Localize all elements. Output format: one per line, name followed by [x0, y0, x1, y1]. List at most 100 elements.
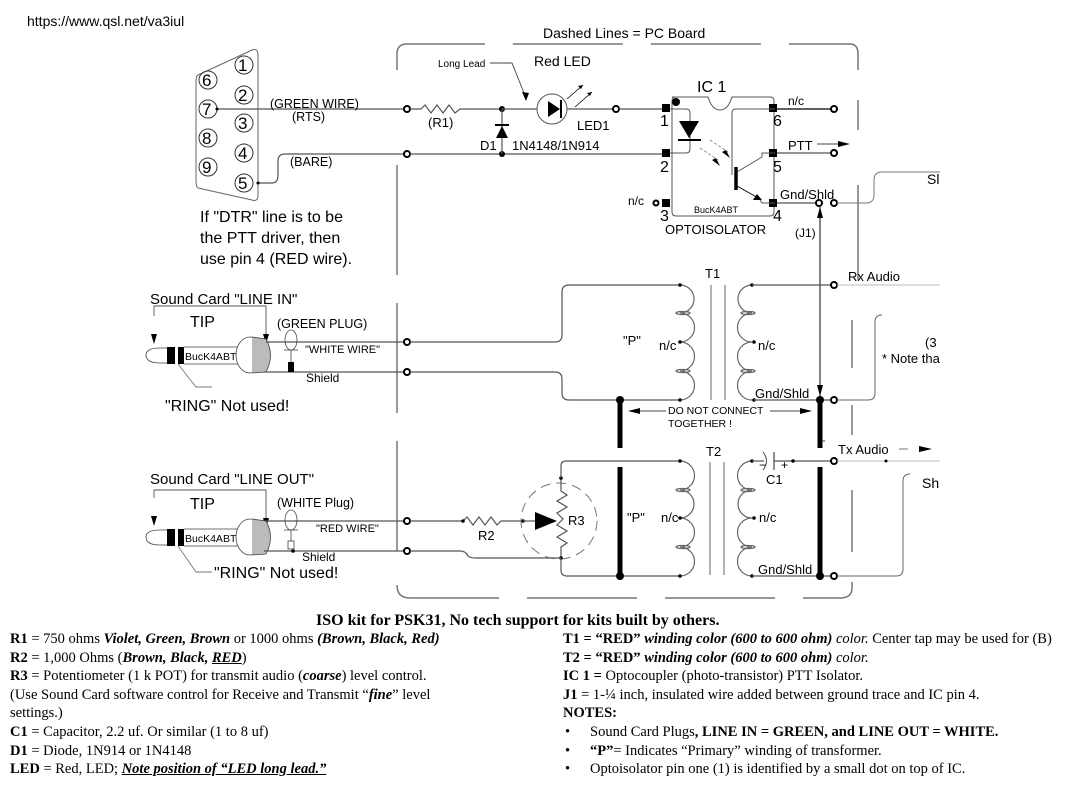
note-bullet-plugs: •Sound Card Plugs, LINE IN = GREEN, and … — [565, 723, 999, 740]
db9-pin-4: 4 — [238, 144, 247, 163]
transformer-t1 — [675, 283, 756, 402]
svg-text:6: 6 — [773, 113, 782, 130]
pin6-nc-label: n/c — [788, 94, 804, 108]
terminal-line-out-tip — [403, 517, 411, 525]
db9-pin-5: 5 — [238, 174, 247, 193]
svg-text:BucK4ABT: BucK4ABT — [185, 351, 237, 363]
t1-gnd-label: Gnd/Shld — [755, 386, 809, 401]
line-out-title: Sound Card "LINE OUT" — [150, 471, 314, 488]
led1-label: LED1 — [577, 118, 610, 133]
note-led: LED = Red, LED; Note position of “LED lo… — [10, 761, 327, 778]
db9-connector: 1 2 3 4 5 6 7 8 9 — [195, 49, 259, 201]
ptt-label: PTT — [788, 138, 813, 153]
pc-board-outline — [396, 43, 859, 599]
notes-heading: NOTES: — [563, 705, 617, 722]
svg-text:BucK4ABT: BucK4ABT — [185, 533, 237, 545]
j1-label: (J1) — [795, 226, 816, 240]
sh-top-cutoff: Sl — [927, 171, 939, 187]
c1-minus: − — [759, 458, 766, 472]
note-j1: J1 = 1-¼ inch, insulated wire added betw… — [563, 686, 980, 703]
line-out-shield-label: Shield — [302, 550, 335, 564]
svg-text:the PTT driver, then: the PTT driver, then — [200, 230, 340, 247]
ic-brand: BucK4ABT — [694, 205, 739, 215]
line-in-title: Sound Card "LINE IN" — [150, 291, 297, 308]
t2-nc-right: n/c — [759, 510, 777, 525]
parts-list-left: R1 = 750 ohms Violet, Green, Brown or 10… — [10, 630, 555, 779]
resistor-r2 — [410, 516, 523, 526]
terminal-line-in-shield — [403, 368, 411, 376]
line-out-ring-note: "RING" Not used! — [214, 565, 338, 582]
note-t2: T2 = “RED” winding color (600 to 600 ohm… — [563, 649, 869, 666]
line-in-jack: BucK4ABT — [145, 305, 271, 388]
pin3-nc-label: n/c — [628, 194, 644, 208]
parts-notes: ISO kit for PSK31, No tech support for k… — [0, 610, 1073, 795]
note-r1: R1 = 750 ohms Violet, Green, Brown or 10… — [10, 631, 440, 647]
r1-label: (R1) — [428, 115, 453, 130]
db9-pin-2: 2 — [238, 86, 247, 105]
r3-label: R3 — [568, 513, 585, 528]
bullet-icon: • — [565, 742, 571, 759]
db9-pin-1: 1 — [238, 56, 247, 75]
terminal-bare — [403, 150, 411, 158]
note-settings: settings.) — [10, 705, 63, 722]
red-led-label: Red LED — [534, 53, 591, 69]
do-not-connect-line1: DO NOT CONNECT — [668, 405, 764, 417]
white-plug-label: (WHITE Plug) — [277, 496, 354, 510]
note-bullet-pin-one: •Optoisolator pin one (1) is identified … — [565, 761, 966, 778]
red-wire-label: "RED WIRE" — [316, 523, 379, 535]
green-wire-label: (GREEN WIRE) — [270, 97, 359, 111]
notes-title: ISO kit for PSK31, No tech support for k… — [316, 612, 720, 629]
do-not-connect-line2: TOGETHER ! — [668, 418, 732, 430]
db9-pin-6: 6 — [202, 71, 211, 90]
bullet-icon: • — [565, 723, 571, 740]
diode-part-label: 1N4148/1N914 — [512, 138, 599, 153]
ic1-optoisolator: 1 2 3 4 5 6 BucK4ABT — [660, 96, 782, 225]
note3-cutoff: (3 — [925, 335, 937, 350]
t2-gnd-label: Gnd/Shld — [758, 562, 812, 577]
rts-label: (RTS) — [292, 110, 325, 124]
d1-label: D1 — [480, 138, 497, 153]
dtr-note: If "DTR" line is to be the PTT driver, t… — [200, 209, 352, 268]
source-url: https://www.qsl.net/va3iul — [27, 13, 184, 29]
line-in-ring-note: "RING" Not used! — [165, 398, 289, 415]
t2-primary-label: "P" — [627, 510, 645, 525]
svg-text:use pin 4 (RED wire).: use pin 4 (RED wire). — [200, 251, 352, 268]
r2-label: R2 — [478, 528, 495, 543]
terminal-line-out-shield — [403, 547, 411, 555]
db9-pin-8: 8 — [202, 129, 211, 148]
c1-plus: + — [781, 458, 788, 472]
long-lead-label: Long Lead — [438, 59, 485, 70]
line-in-shield-label: Shield — [306, 371, 339, 385]
bullet-icon: • — [565, 761, 571, 778]
rx-audio-label: Rx Audio — [848, 269, 900, 284]
pin1-dot — [672, 98, 680, 106]
capacitor-c1 — [762, 451, 767, 471]
tx-audio-label: Tx Audio — [838, 442, 889, 457]
note-d1: D1 = Diode, 1N914 or 1N4148 — [10, 742, 192, 759]
svg-text:4: 4 — [773, 208, 782, 225]
green-plug-label: (GREEN PLUG) — [277, 317, 367, 331]
t1-primary-label: "P" — [623, 333, 641, 348]
sh-bottom-cutoff: Sh — [922, 475, 939, 491]
db9-pin-7: 7 — [202, 100, 211, 119]
resistor-r1 — [410, 104, 500, 114]
t2-label: T2 — [706, 444, 721, 459]
schematic-diagram: https://www.qsl.net/va3iul Dashed Lines … — [27, 13, 941, 599]
diode-d1 — [496, 126, 508, 138]
terminal-line-in-tip — [403, 338, 411, 346]
line-out-tip: TIP — [190, 496, 215, 513]
note-that-cutoff: * Note tha — [882, 351, 941, 366]
parts-list-right: T1 = “RED” winding color (600 to 600 ohm… — [563, 630, 1073, 779]
svg-text:If "DTR" line is to be: If "DTR" line is to be — [200, 209, 343, 226]
white-wire-label: "WHITE WIRE" — [305, 344, 380, 356]
ic1-title: IC 1 — [697, 79, 726, 96]
transformer-t2 — [675, 459, 756, 578]
note-r2: R2 = 1,000 Ohms (Brown, Black, RED) — [10, 649, 247, 666]
line-out-jack: BucK4ABT — [145, 489, 271, 573]
terminal-rts — [403, 105, 411, 113]
db9-pin-9: 9 — [202, 158, 211, 177]
note-c1: C1 = Capacitor, 2.2 uf. Or similar (1 to… — [10, 723, 269, 740]
note-t1: T1 = “RED” winding color (600 to 600 ohm… — [563, 631, 1052, 647]
t1-nc-left: n/c — [659, 338, 677, 353]
svg-text:3: 3 — [660, 208, 669, 225]
